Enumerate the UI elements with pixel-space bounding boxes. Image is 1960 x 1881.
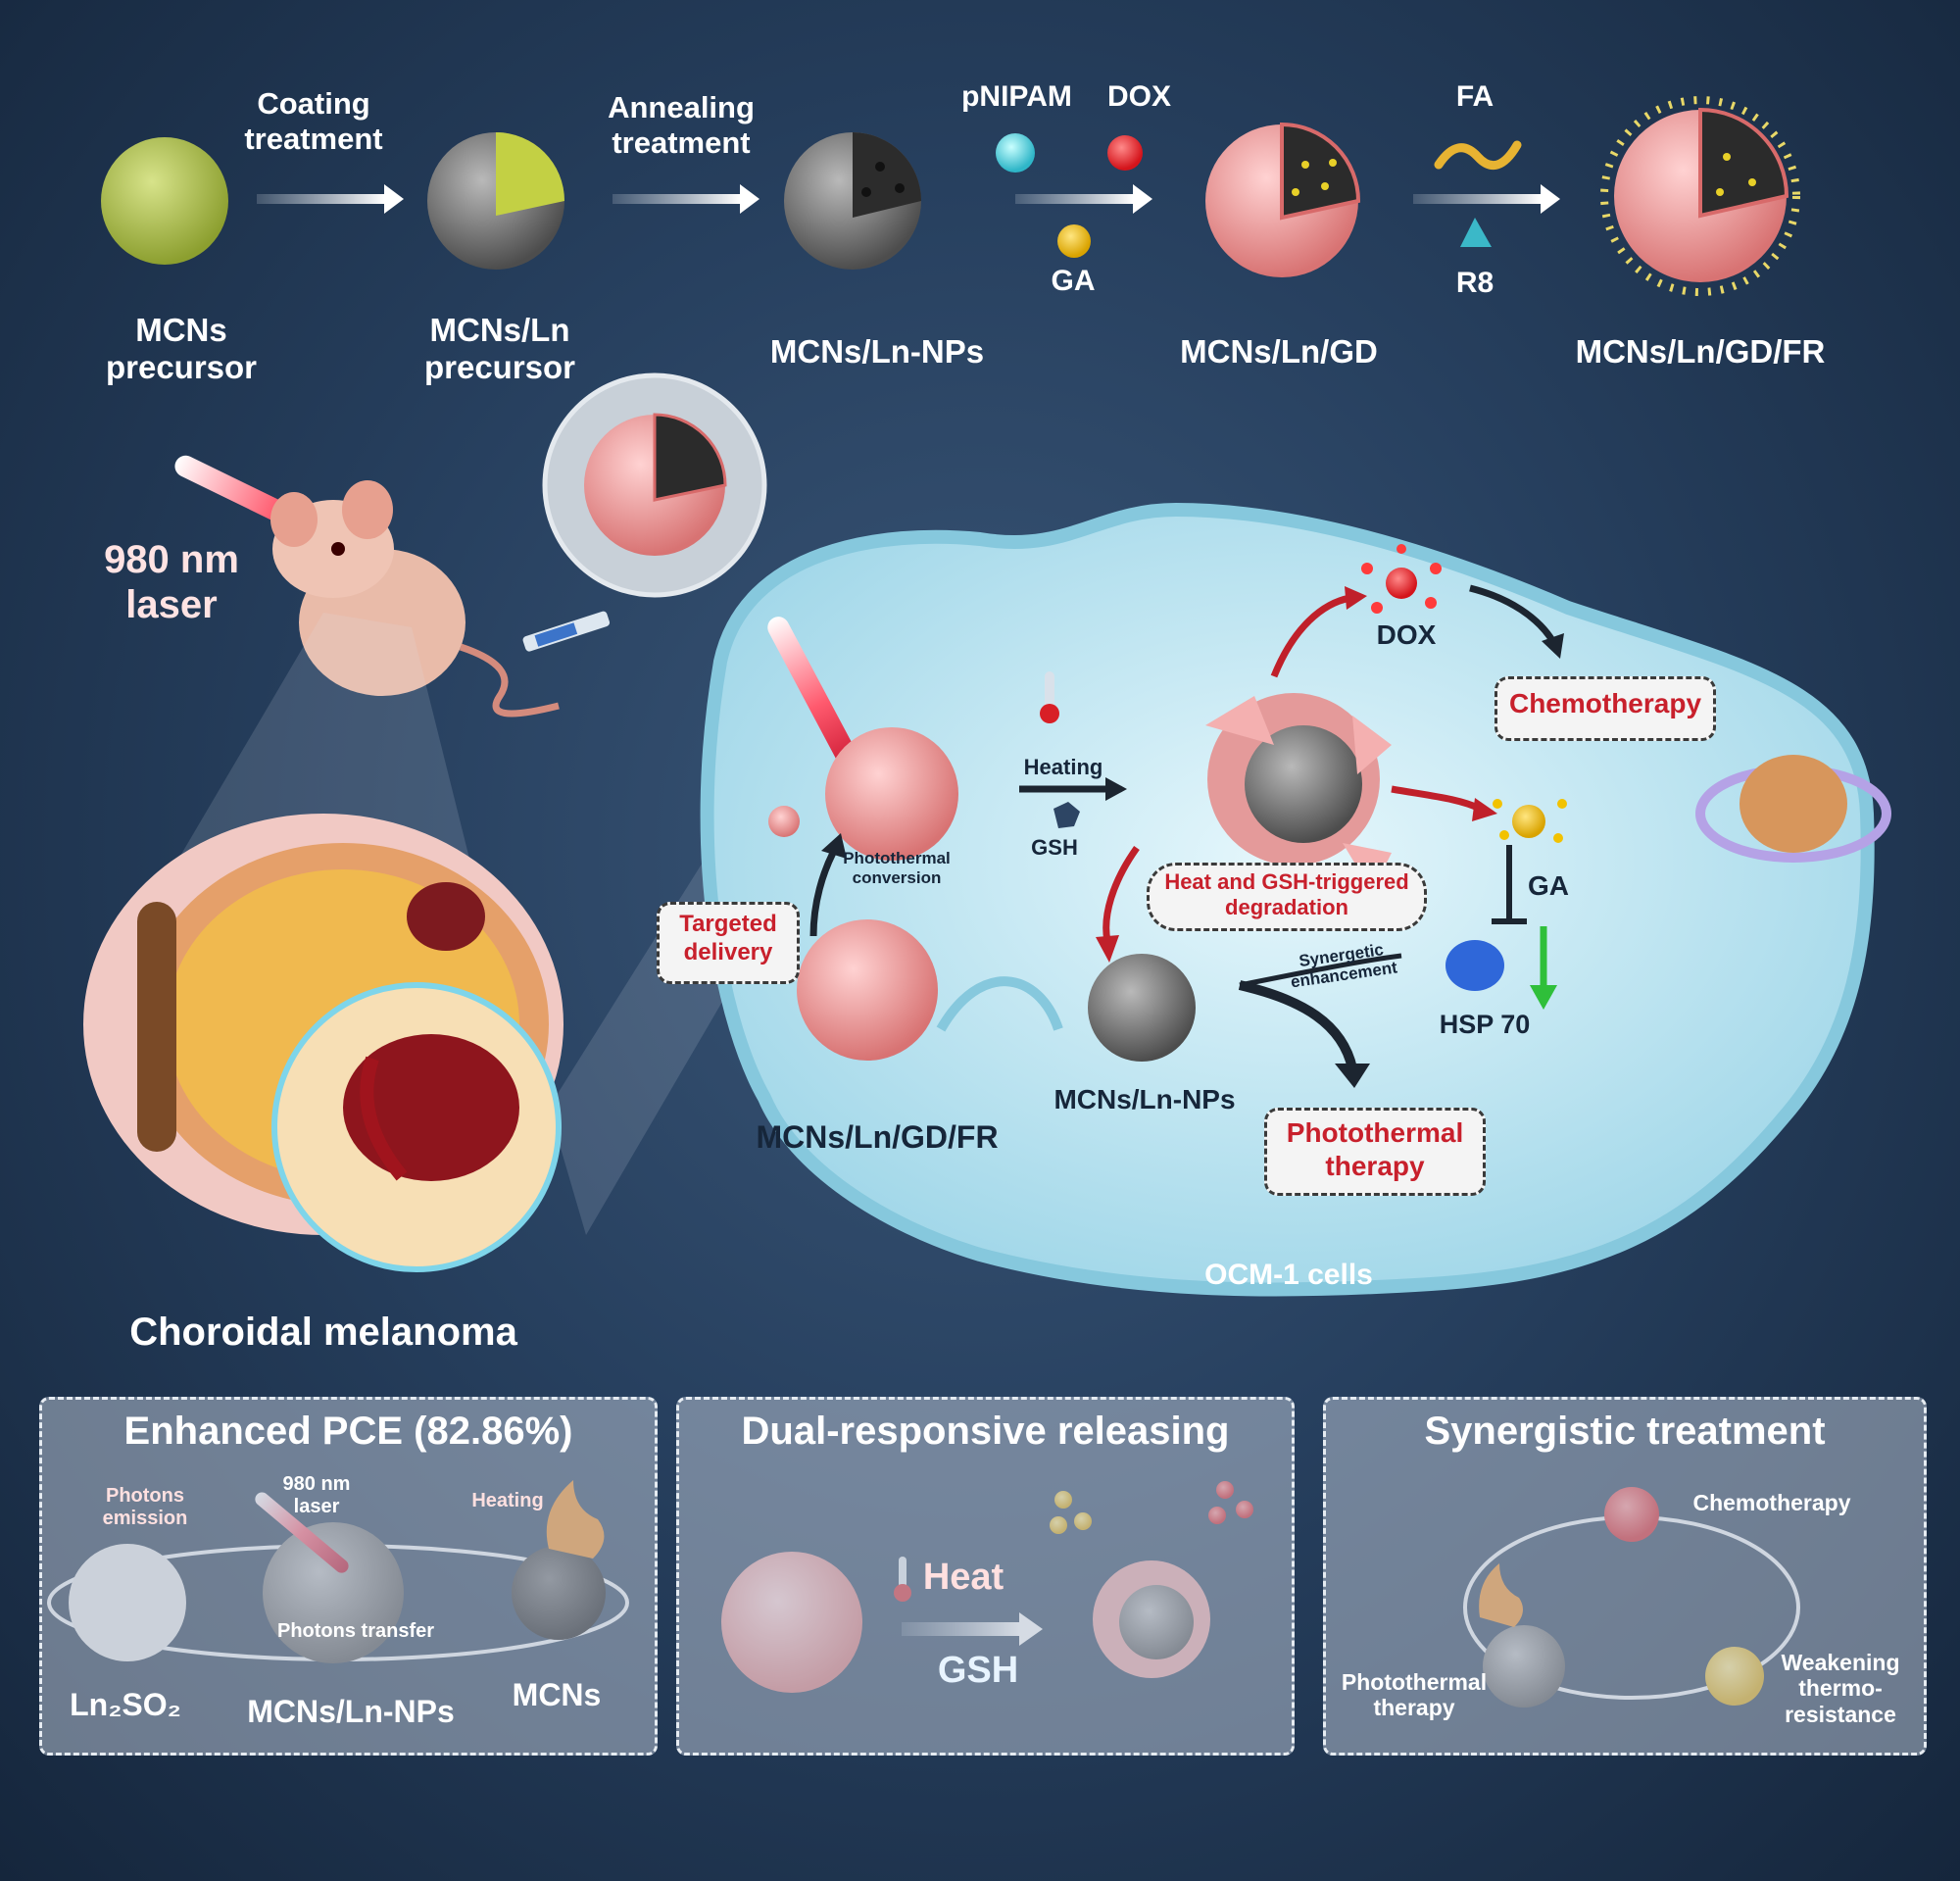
mcns-ln-gd-particle <box>1205 122 1361 277</box>
step3-label: MCNs/Ln-NPs <box>769 333 985 370</box>
small-particle <box>768 806 800 837</box>
release-panel: Dual-responsive releasing Heat GSH <box>676 1397 1295 1756</box>
eye-cross-section <box>83 814 564 1272</box>
pnipam-bead <box>996 133 1035 173</box>
mouse-injection-scene <box>174 372 767 718</box>
photothermal-conversion-label: Photothermal conversion <box>843 849 951 887</box>
photons-emission-label: Photons emission <box>102 1485 188 1529</box>
weakening-label: Weakening thermo- resistance <box>1781 1650 1900 1727</box>
photothermal-therapy-box: Photothermal therapy <box>1264 1108 1486 1196</box>
gsh-label: GSH <box>1031 835 1078 860</box>
tumor-label: Choroidal melanoma <box>129 1311 517 1354</box>
reagent-dox: DOX <box>1106 80 1171 113</box>
released-nps <box>1088 954 1196 1062</box>
mcns-ln-nps-label: MCNs/Ln-NPs <box>247 1694 455 1729</box>
ga-cluster <box>1493 799 1567 843</box>
arrow1-label: Coating treatment <box>244 86 383 156</box>
reagent-pnipam: pNIPAM <box>961 80 1072 113</box>
reagent-fa: FA <box>1455 80 1494 113</box>
reagent-r8: R8 <box>1455 267 1494 299</box>
dox-cluster <box>1361 544 1442 614</box>
synthesis-arrows <box>257 184 1560 214</box>
mcns-label: MCNs <box>512 1677 602 1712</box>
mcns-precursor-sphere <box>101 137 228 265</box>
nps-cell-label: MCNs/Ln-NPs <box>1054 1084 1236 1114</box>
targeted-delivery-box: Targeted delivery <box>657 902 800 984</box>
chemotherapy-synergy-label: Chemotherapy <box>1692 1490 1851 1515</box>
degrading-particle <box>1205 693 1392 892</box>
r8-pyramid <box>1460 218 1492 247</box>
cell-label: OCM-1 cells <box>1204 1259 1373 1291</box>
photons-transfer-label: Photons transfer <box>276 1620 435 1642</box>
heat-label: Heat <box>922 1557 1004 1598</box>
release-title: Dual-responsive releasing <box>741 1410 1230 1453</box>
degradation-text: Heat and GSH-triggered degradation <box>1164 869 1409 920</box>
dox-cell-label: DOX <box>1376 619 1437 650</box>
tumor-mass <box>407 882 485 951</box>
hsp70-label: HSP 70 <box>1439 1010 1531 1039</box>
synthesis-row <box>101 96 1800 296</box>
cell-invagination <box>936 976 1063 1032</box>
pce-title: Enhanced PCE (82.86%) <box>123 1410 573 1453</box>
heating-label: Heating <box>1023 755 1103 779</box>
syringe <box>522 611 611 652</box>
step1-label: MCNs precursor <box>105 312 258 385</box>
step4-label: MCNs/Ln/GD <box>1180 333 1378 370</box>
chemotherapy-text: Chemotherapy <box>1508 688 1702 718</box>
delivered-particle <box>797 919 938 1061</box>
photothermal-therapy-text: Photothermal therapy <box>1286 1117 1464 1181</box>
ln2so2-label: Ln₂SO₂ <box>70 1687 181 1722</box>
arrow2-label: Annealing treatment <box>608 90 755 160</box>
gsh-molecule <box>1054 802 1080 828</box>
laser-pce-label: 980 nm laser <box>282 1473 351 1517</box>
lens <box>137 902 176 1152</box>
mcns-ln-nps-particle <box>784 132 921 270</box>
mouse-tail <box>459 643 560 718</box>
ptt-synergy-label: Photothermal therapy <box>1341 1669 1488 1721</box>
dox-bead <box>1107 135 1143 171</box>
degradation-box: Heat and GSH-triggered degradation <box>1147 863 1427 931</box>
ga-cell-label: GA <box>1528 870 1569 901</box>
step2-label: MCNs/Ln precursor <box>423 312 576 385</box>
step5-label: MCNs/Ln/GD/FR <box>1575 333 1826 370</box>
targeted-delivery-text: Targeted delivery <box>679 911 777 965</box>
hsp70-protein <box>1446 940 1504 991</box>
mcns-ln-gd-fr-particle <box>1600 96 1800 296</box>
cell-arrows <box>809 584 1564 1088</box>
fa-ligand <box>1434 140 1522 171</box>
chemotherapy-box: Chemotherapy <box>1494 676 1716 741</box>
reagent-ga: GA <box>1051 265 1096 297</box>
cell-particles <box>767 544 1891 1062</box>
ga-bead <box>1057 224 1091 258</box>
mcns-ln-precursor-particle <box>427 132 564 270</box>
irradiated-particle <box>825 727 958 861</box>
synergy-title: Synergistic treatment <box>1424 1410 1826 1453</box>
delivered-particle-label: MCNs/Ln/GD/FR <box>756 1119 999 1155</box>
gsh-release-label: GSH <box>937 1650 1019 1691</box>
heating-pce-label: Heating <box>471 1490 544 1511</box>
laser-label: 980 nm laser <box>104 538 239 626</box>
thermometer <box>1045 671 1054 711</box>
nucleus-organelle <box>1695 755 1891 863</box>
synergy-panel: Synergistic treatment Chemotherapy Photo… <box>1323 1397 1927 1756</box>
pce-panel: Enhanced PCE (82.86%) Photons emission 9… <box>39 1397 658 1756</box>
